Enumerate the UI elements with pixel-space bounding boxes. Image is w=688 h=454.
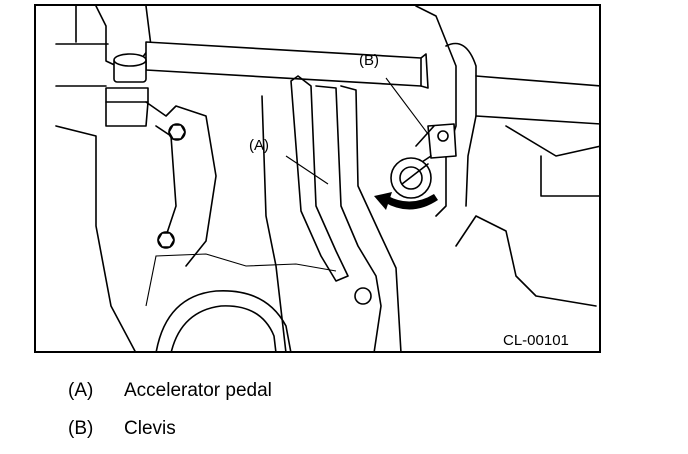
bracket-edge [55,6,109,45]
accelerator-pedal-arm [290,75,349,282]
bolt-washer [105,87,149,103]
callout-b: (B) [359,52,379,69]
legend-item-a: (A) Accelerator pedal [68,380,272,402]
legend-text-b: Clevis [124,418,176,439]
rotation-arrow-icon [374,192,438,210]
pedal-assembly-diagram: (A) (B) CL-00101 [55,6,599,351]
callout-b-leader [385,77,429,135]
legend-key-b: (B) [68,418,94,439]
legend-text-a: Accelerator pedal [124,380,272,401]
callout-a-leader [285,155,329,185]
clevis-bracket [415,6,457,217]
illustration-frame: (A) (B) CL-00101 [34,4,601,353]
legend-item-b: (B) Clevis [68,418,176,440]
figure-id: CL-00101 [503,332,569,349]
legend-key-a: (A) [68,380,94,401]
left-plate [55,85,136,351]
right-rod [475,75,599,125]
pedal-shaft [145,41,422,87]
callout-a: (A) [249,137,269,154]
mounting-hole [354,287,372,305]
round-opening [155,290,292,351]
